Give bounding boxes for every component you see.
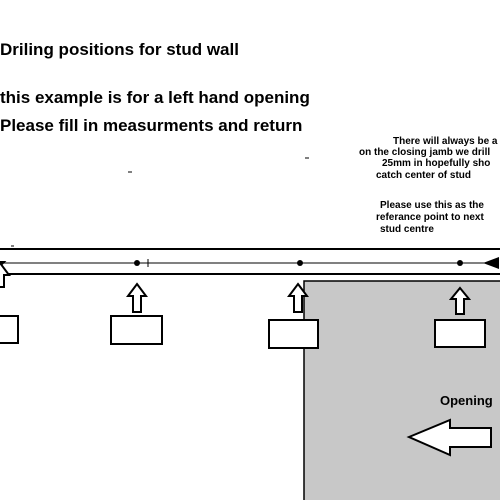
closing-jamb-note-line-3: 25mm in hopefully sho [382, 158, 491, 169]
up-arrow-icon [287, 282, 309, 313]
reference-note-line-1: Please use this as the [380, 200, 484, 211]
reference-note-line-3: stud centre [380, 224, 434, 235]
measurement-box-3[interactable] [268, 319, 319, 349]
closing-jamb-note-line-1: There will always be a [393, 136, 498, 147]
left-arrow-icon [406, 418, 492, 457]
closing-jamb-note-line-2: on the closing jamb we drill [359, 147, 491, 158]
up-arrow-icon [126, 282, 148, 313]
measurement-box-1[interactable] [0, 315, 19, 344]
drill-point-dot [134, 260, 140, 266]
up-arrow-icon [448, 286, 472, 315]
up-arrow-icon [0, 261, 11, 288]
instruction-line-1: this example is for a left hand opening [0, 88, 310, 107]
measurement-box-4[interactable] [434, 319, 486, 348]
closing-jamb-note-line-4: catch center of stud [376, 170, 472, 181]
opening-area [303, 280, 500, 500]
page-title: Driling positions for stud wall [0, 40, 239, 59]
measurement-box-2[interactable] [110, 315, 163, 345]
end-arrowhead [483, 257, 499, 269]
opening-label: Opening [440, 393, 493, 408]
instruction-line-2: Please fill in measurments and return [0, 116, 303, 135]
drill-point-dot [297, 260, 303, 266]
reference-note-line-2: referance point to next [376, 212, 484, 223]
drill-point-dot [457, 260, 463, 266]
